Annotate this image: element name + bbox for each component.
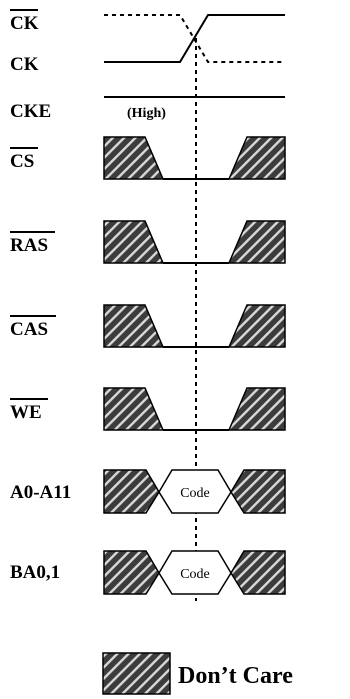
signal-label-ck-bar: CK: [10, 13, 39, 34]
signal-label-ck: CK: [10, 54, 39, 75]
cke-high-note: (High): [127, 106, 166, 121]
dont-care-legend-swatch: [102, 652, 171, 695]
signal-label-cke: CKE: [10, 101, 51, 122]
ba-dont-care-left: [103, 550, 160, 595]
signal-label-ras-bar: RAS: [10, 235, 48, 256]
ba-dont-care-right: [230, 550, 286, 595]
we-dont-care-right: [227, 387, 286, 431]
signal-label-we-bar: WE: [10, 402, 42, 423]
a0-a11-code-label: Code: [180, 486, 210, 501]
dont-care-legend-label: Don’t Care: [178, 663, 293, 689]
we-dont-care-left: [103, 387, 165, 431]
signal-label-cs-bar: CS: [10, 151, 34, 172]
ras-dont-care-left: [103, 220, 165, 264]
signal-label-a0-a11: A0-A11: [10, 482, 71, 503]
ba-code-label: Code: [180, 567, 210, 582]
cas-dont-care-right: [227, 304, 286, 348]
cas-dont-care-left: [103, 304, 165, 348]
ck-bar-waveform: [104, 14, 285, 63]
ras-dont-care-right: [227, 220, 286, 264]
a0-a11-dont-care-right: [230, 469, 286, 514]
signal-label-ba0-1: BA0,1: [10, 562, 60, 583]
ck-waveform: [104, 14, 285, 63]
signal-label-cas-bar: CAS: [10, 319, 48, 340]
cs-dont-care-left: [103, 136, 165, 180]
cs-dont-care-right: [227, 136, 286, 180]
a0-a11-dont-care-left: [103, 469, 160, 514]
